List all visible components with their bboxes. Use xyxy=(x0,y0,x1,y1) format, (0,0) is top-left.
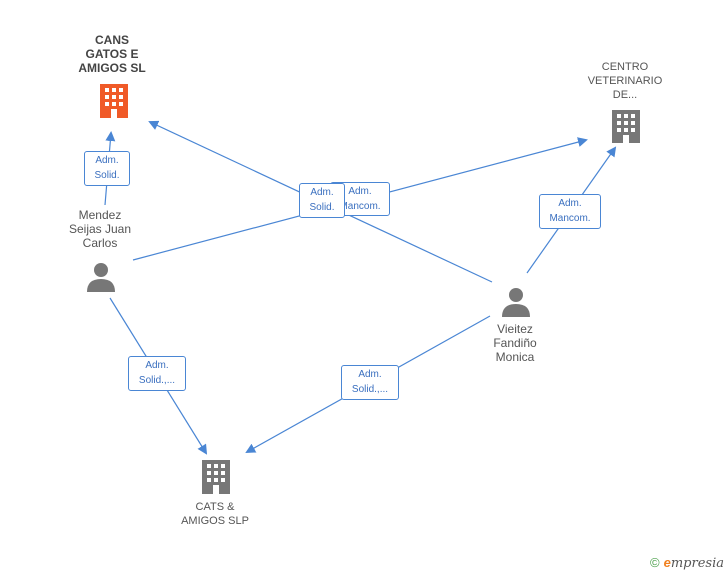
building-icon[interactable] xyxy=(612,110,640,143)
edge-label-adm-mancom: Adm. Mancom. xyxy=(539,194,601,229)
brand-name: mpresia xyxy=(670,556,724,571)
company-name-cats[interactable]: CATS & AMIGOS SLP xyxy=(181,501,249,527)
person-name-vieitez[interactable]: Vieitez Fandiño Monica xyxy=(493,322,537,364)
person-icon[interactable] xyxy=(87,263,115,292)
edge-label-adm-solid-more: Adm. Solid.,... xyxy=(341,365,399,400)
brand-logo-e: e xyxy=(663,555,671,570)
person-name-mendez[interactable]: Mendez Seijas Juan Carlos xyxy=(68,208,132,250)
copyright-icon: © xyxy=(650,555,660,570)
brand-footer[interactable]: ©empresia xyxy=(650,555,724,571)
building-icon[interactable] xyxy=(202,460,230,494)
building-icon[interactable] xyxy=(100,84,128,118)
person-icon[interactable] xyxy=(502,288,530,317)
company-name-cans[interactable]: CANS GATOS E AMIGOS SL xyxy=(78,33,146,75)
company-name-centro[interactable]: CENTRO VETERINARIO DE... xyxy=(587,61,663,101)
edge-label-adm-solid: Adm. Solid. xyxy=(299,183,345,218)
edge-label-adm-solid-more: Adm. Solid.,... xyxy=(128,356,186,391)
edge-label-adm-solid: Adm. Solid. xyxy=(84,151,130,186)
